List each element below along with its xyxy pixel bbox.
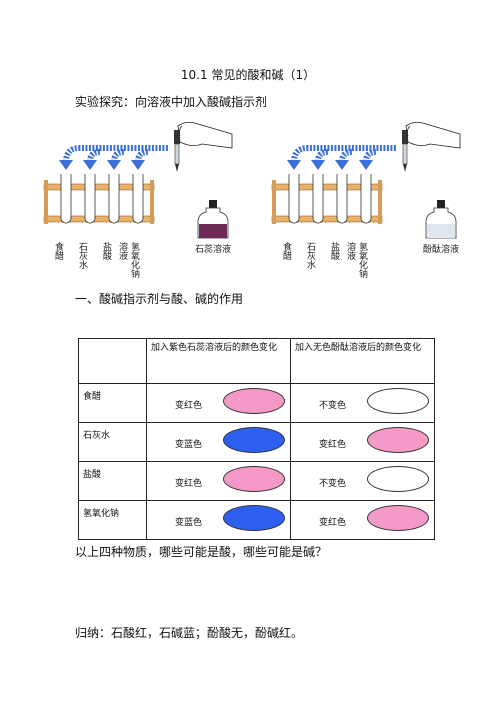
litmus-result-text: 变红色 [175,401,203,411]
page-title: 10.1 常见的酸和碱（1） [180,68,316,82]
table-header-cell [78,338,147,384]
phenol-result-text: 变红色 [319,518,347,528]
hand-dropper-icon [174,122,233,172]
dropping-arrows-icon [59,145,168,170]
tube-label: 食醋 [53,241,64,261]
phenol-result-cell: 不变色 [290,461,435,501]
phenol-color-swatch [367,466,429,492]
bottle-label: 酚酞溶液 [423,243,459,255]
table-row: 食醋 变红色 不变色 [78,383,435,423]
litmus-bottle-icon [197,200,229,239]
experiment-heading: 实验探究：向溶液中加入酸碱指示剂 [75,95,268,109]
tube-labels: 食醋 石灰水 盐酸 溶液 氢氧化钠 [53,241,140,278]
litmus-experiment-illustration: 食醋 石灰水 盐酸 溶液 氢氧化钠 石蕊溶液 [43,122,233,278]
tube-label: 溶液 [117,241,128,261]
substance-cell: 石灰水 [78,422,147,462]
litmus-result-text: 变红色 [175,479,203,489]
substance-cell: 食醋 [78,383,147,423]
litmus-result-cell: 变蓝色 [146,422,291,462]
phenol-result-cell: 变红色 [290,500,435,540]
litmus-result-text: 变蓝色 [175,440,203,450]
substance-cell: 氢氧化钠 [78,500,147,540]
table-header-cell: 加入无色酚酞溶液后的颜色变化 [290,338,435,384]
table-row: 氢氧化钠 变蓝色 变红色 [78,500,435,540]
tube-label: 盐酸 [329,241,340,261]
tube-labels: 食醋 石灰水 盐酸 溶液 氢氧化钠 [281,241,368,278]
tube-label: 氢氧化钠 [129,241,140,278]
test-tube-rack [43,174,155,224]
phenol-result-cell: 变红色 [290,422,435,462]
litmus-color-swatch [223,466,285,492]
litmus-color-swatch [223,427,285,453]
tube-label: 石灰水 [305,242,316,269]
summary-text: 归纳：石酸红，石碱蓝；酚酸无，酚碱红。 [75,626,304,640]
litmus-color-swatch [223,505,285,531]
phenol-result-text: 不变色 [319,401,347,411]
tube-label: 食醋 [281,241,292,261]
table-row: 盐酸 变红色 不变色 [78,461,435,501]
phenolphthalein-bottle-icon [425,200,457,239]
litmus-color-swatch [223,388,285,414]
tube-label: 盐酸 [101,241,112,261]
phenolphthalein-experiment-illustration: 食醋 石灰水 盐酸 溶液 氢氧化钠 酚酞溶液 [271,122,461,278]
litmus-result-text: 变蓝色 [175,518,203,528]
test-tube-rack [271,174,383,224]
section-heading: 一、酸碱指示剂与酸、碱的作用 [75,292,244,306]
tube-label: 氢氧化钠 [357,241,368,278]
question-text: 以上四种物质，哪些可能是酸，哪些可能是碱？ [75,545,328,559]
tube-label: 石灰水 [77,242,88,269]
hand-dropper-icon [402,122,461,172]
tube-label: 溶液 [345,241,356,261]
phenol-color-swatch [367,427,429,453]
bottle-label: 石蕊溶液 [195,243,231,255]
litmus-result-cell: 变红色 [146,461,291,501]
phenol-result-text: 变红色 [319,440,347,450]
indicator-results-table: 加入紫色石蕊溶液后的颜色变化 加入无色酚酞溶液后的颜色变化 食醋变红色不变色石灰… [78,338,435,540]
phenol-result-cell: 不变色 [290,383,435,423]
phenol-color-swatch [367,388,429,414]
phenol-color-swatch [367,505,429,531]
table-header-row: 加入紫色石蕊溶液后的颜色变化 加入无色酚酞溶液后的颜色变化 [78,338,435,384]
substance-cell: 盐酸 [78,461,147,501]
table-header-cell: 加入紫色石蕊溶液后的颜色变化 [146,338,291,384]
litmus-result-cell: 变红色 [146,383,291,423]
table-row: 石灰水 变蓝色 变红色 [78,422,435,462]
dropping-arrows-icon [287,145,396,170]
phenol-result-text: 不变色 [319,479,347,489]
litmus-result-cell: 变蓝色 [146,500,291,540]
